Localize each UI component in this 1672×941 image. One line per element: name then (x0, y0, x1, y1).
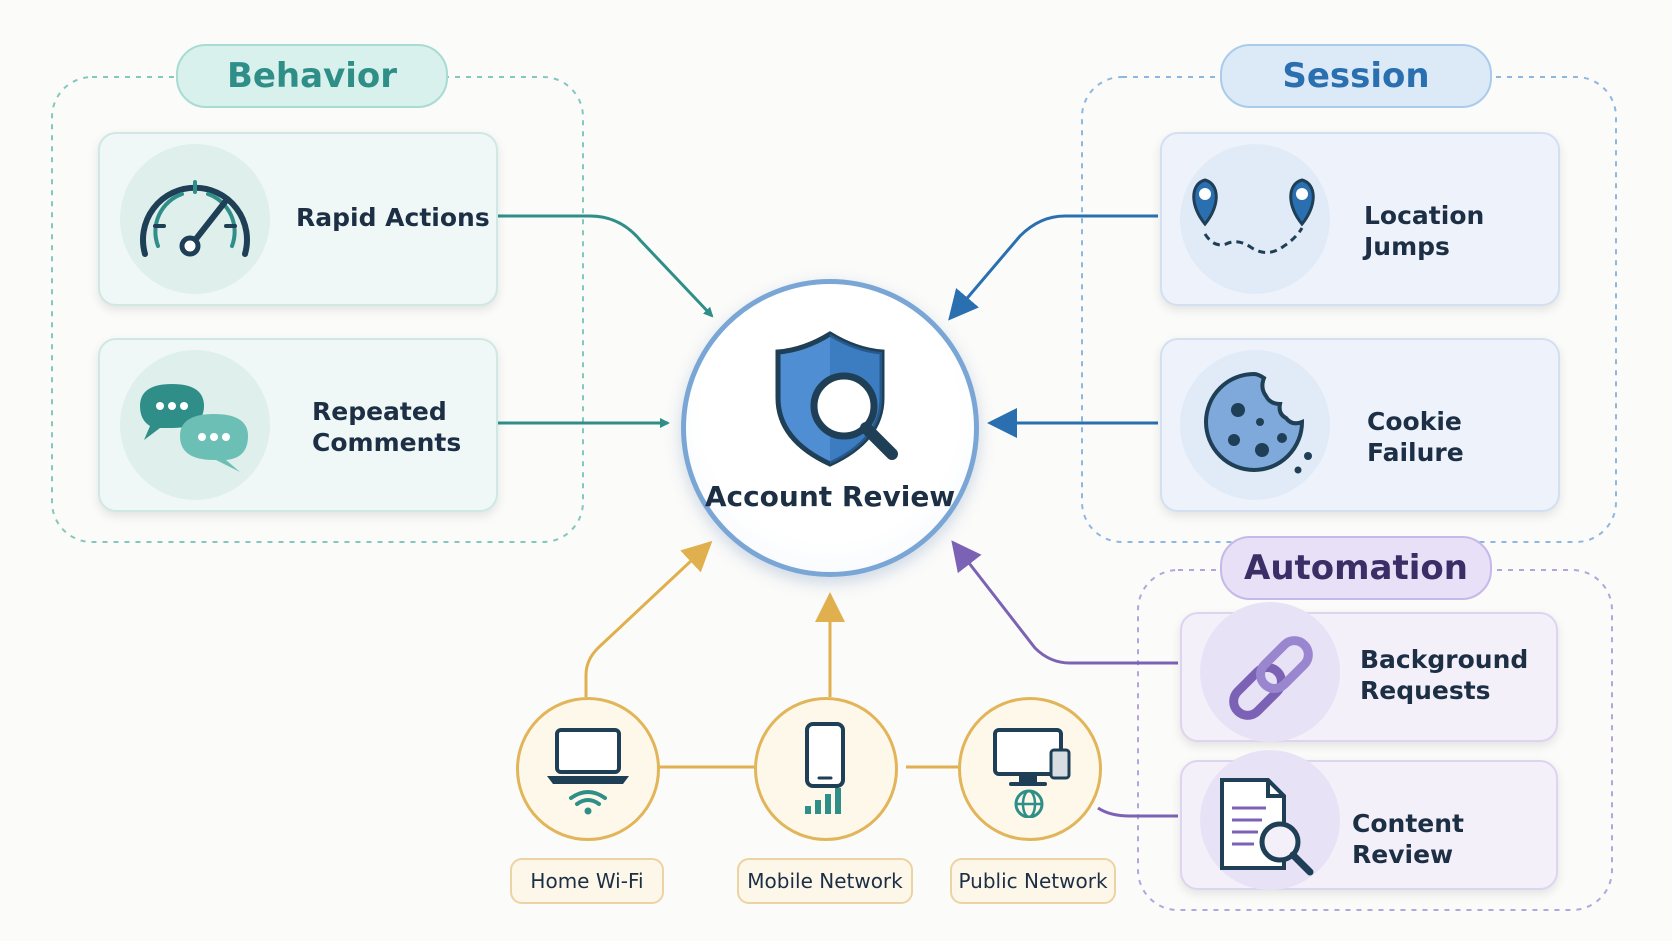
arrow-background-requests (951, 540, 1178, 665)
automation-group-frame (1137, 569, 1613, 911)
phone-signal-icon (805, 722, 845, 814)
behavior-group-frame (51, 76, 584, 543)
rapid-actions-card[interactable]: Rapid Actions (98, 132, 498, 306)
mobile-network-node[interactable] (754, 697, 898, 841)
arrow-home-wifi (584, 540, 713, 697)
chain-link-icon (1229, 636, 1313, 720)
automation-group-title: Automation (1220, 536, 1492, 600)
speedometer-icon (140, 180, 250, 257)
content-review-card[interactable]: Content Review (1180, 750, 1558, 890)
laptop-wifi-icon (547, 728, 629, 815)
rapid-actions-label: Rapid Actions (296, 203, 490, 232)
connector-content-review (1097, 806, 1178, 818)
repeated-comments-label-line1: Repeated (312, 397, 447, 426)
location-jumps-label: Location Jumps (1364, 201, 1485, 262)
cookie-icon (1204, 371, 1312, 474)
repeated-comments-card[interactable]: Repeated Comments (98, 338, 498, 512)
repeated-comments-label: Repeated Comments (312, 396, 461, 459)
home-wifi-node[interactable] (516, 697, 660, 841)
behavior-group-title: Behavior (176, 44, 448, 108)
content-review-label: Content Review (1352, 809, 1464, 870)
document-search-icon (1220, 778, 1314, 876)
shield-search-icon (775, 331, 898, 467)
background-requests-label-line1: Background (1360, 645, 1529, 674)
cookie-failure-card[interactable]: Cookie Failure (1160, 338, 1560, 512)
public-network-label: Public Network (950, 858, 1116, 904)
session-group-title: Session (1220, 44, 1492, 108)
public-network-node[interactable] (958, 697, 1102, 841)
account-review-label: Account Review (704, 480, 956, 513)
home-wifi-label: Home Wi-Fi (510, 858, 664, 904)
chat-bubbles-icon (140, 384, 248, 472)
arrow-rapid-actions (497, 214, 714, 318)
repeated-comments-label-line2: Comments (312, 428, 462, 458)
cookie-failure-label: Cookie Failure (1367, 407, 1464, 468)
mobile-network-label: Mobile Network (737, 858, 913, 904)
background-requests-label-line2: Requests (1360, 676, 1491, 706)
background-requests-card[interactable]: Background Requests (1180, 602, 1558, 742)
location-pins-icon (1192, 178, 1315, 254)
desktop-globe-icon (993, 728, 1071, 818)
account-review-hub[interactable]: Account Review (681, 279, 979, 577)
arrow-location-jumps (948, 214, 1158, 321)
location-jumps-card[interactable]: Location Jumps (1160, 132, 1560, 306)
background-requests-label: Background Requests (1360, 644, 1528, 707)
